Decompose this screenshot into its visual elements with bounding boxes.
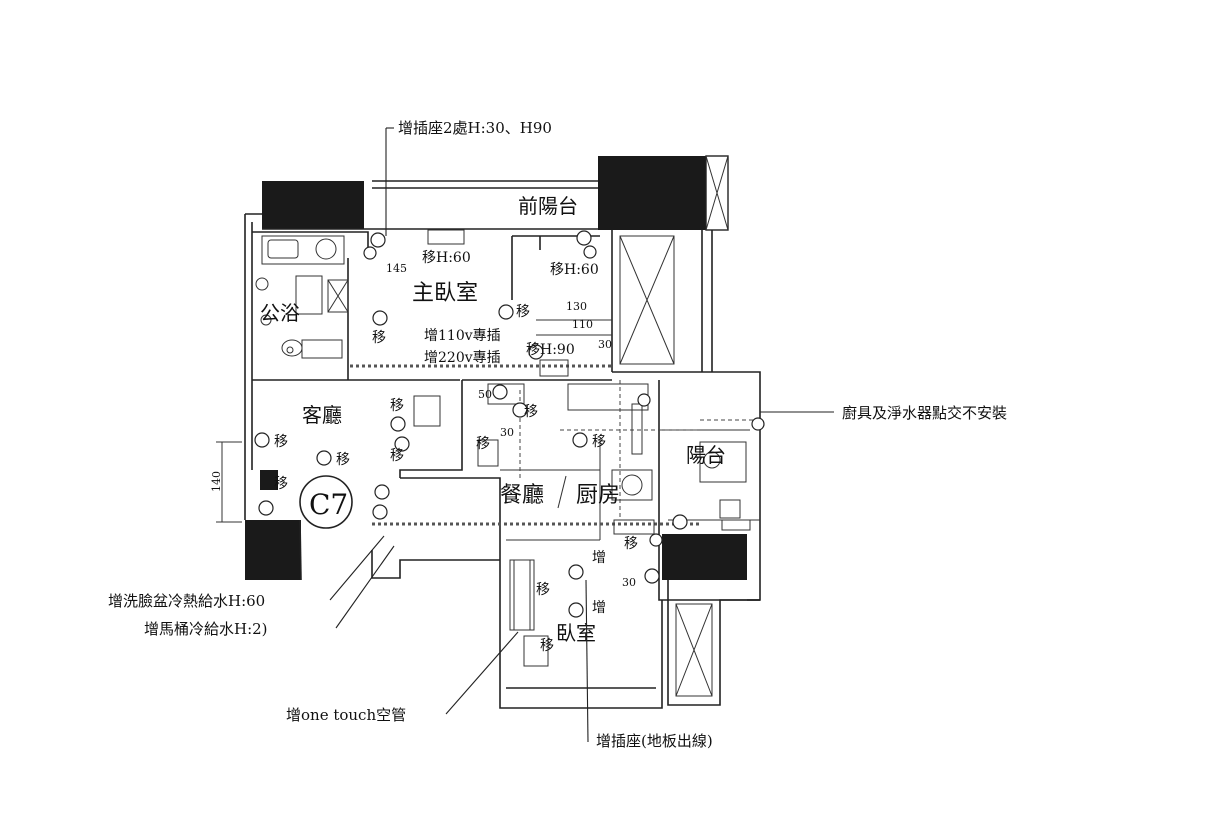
- note-move: 移: [274, 476, 288, 492]
- dim-145: 145: [386, 262, 407, 275]
- callout-floor-outlet: 增插座(地板出線): [596, 732, 713, 750]
- outer-walls: [244, 180, 761, 709]
- dim-130: 130: [566, 300, 587, 313]
- panel-symbols: [413, 229, 569, 667]
- column-block: [662, 534, 747, 580]
- outlet-symbols: [254, 230, 765, 618]
- room-label-balcony: 前陽台: [518, 194, 578, 218]
- note-move: 移: [592, 434, 606, 450]
- dim-50: 50: [478, 388, 492, 401]
- note-move: 移: [624, 536, 638, 552]
- bathroom-fixtures: [255, 235, 349, 359]
- dim-30: 30: [500, 426, 514, 439]
- room-label-master-bedroom: 主臥室: [412, 281, 478, 306]
- room-label-kitchen: 厨房: [576, 483, 620, 508]
- fixture-frame: [721, 519, 751, 531]
- sofa: [487, 383, 525, 405]
- note-move: 移: [274, 434, 288, 450]
- note-move: 移: [372, 330, 386, 346]
- column-block: [262, 181, 364, 229]
- unit-badge-label: C7: [309, 488, 348, 521]
- note-move: 移: [540, 638, 554, 654]
- note-move: 移: [516, 304, 530, 320]
- room-label-living-room: 客廳: [302, 403, 342, 427]
- column-block: [598, 156, 706, 230]
- note-move: 移: [476, 436, 490, 452]
- column-block: [245, 520, 301, 580]
- bay-window-frame: [675, 603, 713, 697]
- note-move: 移: [336, 452, 350, 468]
- callout-kitchen-note: 廚具及淨水器點交不安裝: [842, 404, 1007, 422]
- dim-110: 110: [572, 318, 593, 331]
- callout-basin-water: 增洗臉盆冷熱給水H:60: [108, 592, 265, 610]
- kitchen-fixtures: [567, 383, 747, 535]
- room-label-bedroom: 臥室: [556, 621, 596, 645]
- note-add-220v: 增220v專插: [424, 350, 501, 366]
- note-add: 增: [592, 600, 606, 616]
- callout-outlets-two: 增插座2處H:30、H90: [398, 119, 552, 137]
- callout-one-touch: 增one touch空管: [286, 706, 406, 724]
- note-move-h90: 移H:90: [526, 342, 575, 358]
- room-label-bathroom: 公浴: [260, 301, 300, 325]
- note-move: 移: [390, 398, 404, 414]
- dim-140: 140: [210, 471, 223, 492]
- note-move: 移: [524, 404, 538, 420]
- bay-window-frame: [619, 235, 675, 365]
- dim-30: 30: [622, 576, 636, 589]
- leader-lines: [329, 127, 834, 743]
- column-block: [260, 470, 278, 490]
- note-add-110v: 增110v專插: [424, 328, 501, 344]
- callout-toilet-water: 增馬桶冷給水H:2): [144, 620, 268, 638]
- note-move: 移: [390, 448, 404, 464]
- unit-badge: [299, 475, 353, 529]
- room-label-utility: 陽台: [686, 443, 726, 467]
- dimension-line: [216, 441, 242, 523]
- note-move-h60-right: 移H:60: [550, 262, 599, 278]
- note-move-h60: 移H:60: [422, 250, 471, 266]
- room-label-dining: 餐廳: [500, 483, 544, 508]
- note-move: 移: [536, 582, 550, 598]
- note-add: 增: [592, 550, 606, 566]
- dim-30: 30: [598, 338, 612, 351]
